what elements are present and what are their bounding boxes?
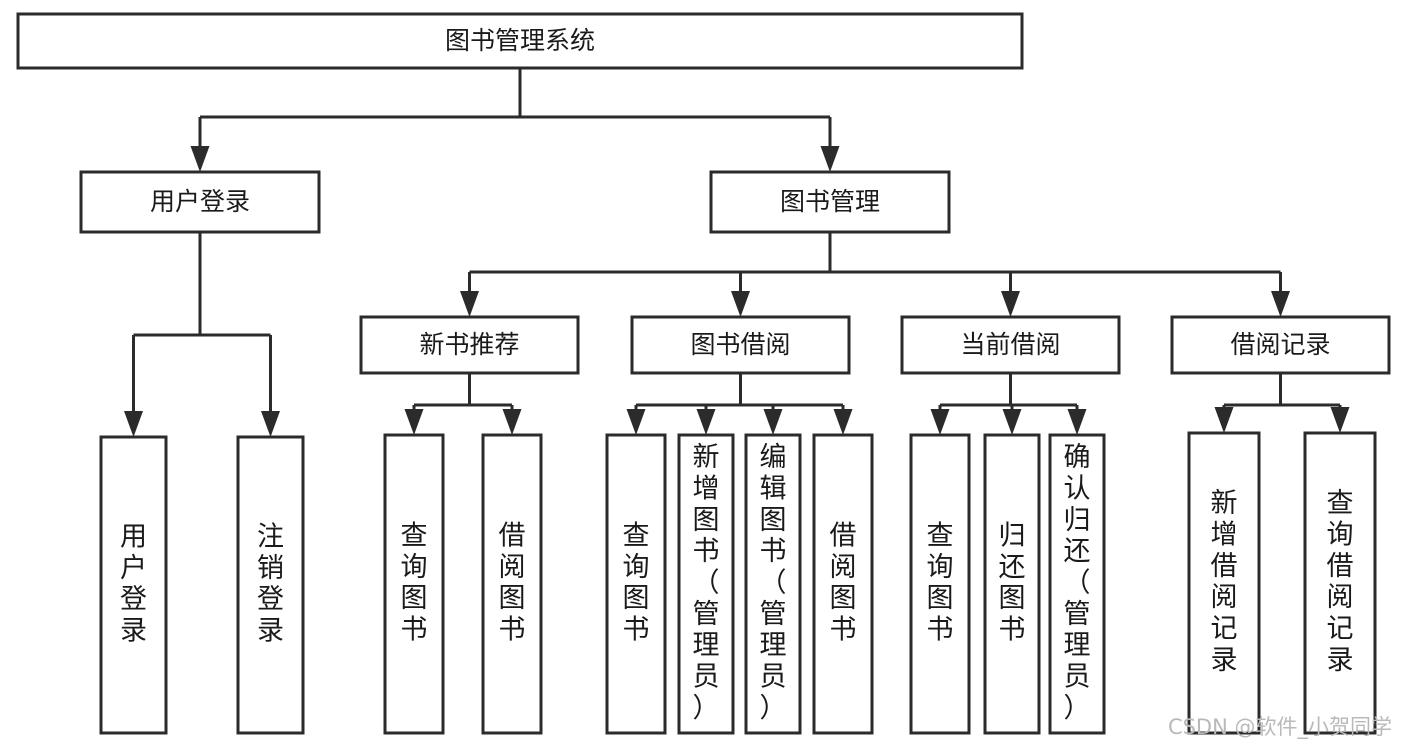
node-label-leaf-add-record: 新增借阅记录 — [1211, 488, 1238, 676]
arrow-to-current-borrow-arrowhead — [1001, 291, 1020, 317]
node-leaf-add-record[interactable]: 新增借阅记录 — [1187, 431, 1261, 735]
arrow-to-book-borrow-arrowhead — [731, 291, 750, 317]
arrow-to-book-manage-arrowhead — [820, 146, 840, 172]
node-box-book-borrow[interactable] — [630, 315, 851, 375]
node-label-leaf-user-login: 用户登录 — [120, 522, 147, 647]
node-label-new-book-recommend: 新书推荐 — [419, 330, 519, 359]
node-box-leaf-edit-book[interactable] — [744, 433, 802, 735]
node-leaf-confirm-return[interactable]: 确认归还（管理员） — [1048, 433, 1106, 735]
node-label-borrow-record: 借阅记录 — [1230, 330, 1330, 359]
node-root[interactable]: 图书管理系统 — [16, 12, 1024, 70]
arrow-to-leaf-query-book-1-arrowhead — [404, 409, 424, 435]
arrow-to-leaf-user-login-arrowhead — [124, 411, 143, 437]
node-leaf-return-book[interactable]: 归还图书 — [983, 433, 1041, 735]
node-box-current-borrow[interactable] — [900, 315, 1121, 375]
node-label-leaf-logout-login: 注销登录 — [257, 522, 284, 647]
node-label-leaf-return-book: 归还图书 — [999, 521, 1026, 646]
node-new-book-recommend[interactable]: 新书推荐 — [359, 315, 580, 375]
arrow-to-leaf-edit-book-arrowhead — [763, 409, 783, 435]
node-box-leaf-query-record[interactable] — [1303, 431, 1377, 735]
node-box-leaf-query-book-1[interactable] — [383, 433, 445, 735]
arrow-to-leaf-add-record-arrowhead — [1214, 407, 1234, 433]
node-book-manage[interactable]: 图书管理 — [709, 170, 951, 234]
node-box-book-manage[interactable] — [709, 170, 951, 234]
node-label-leaf-confirm-return: 确认归还（管理员） — [1064, 442, 1091, 724]
node-leaf-borrow-book-1[interactable]: 借阅图书 — [481, 433, 543, 735]
node-box-leaf-add-book[interactable] — [677, 433, 735, 735]
arrow-to-leaf-query-book-2-arrowhead — [626, 409, 646, 435]
node-box-new-book-recommend[interactable] — [359, 315, 580, 375]
node-label-user-login: 用户登录 — [150, 187, 250, 216]
node-leaf-query-book-2[interactable]: 查询图书 — [605, 433, 667, 735]
arrow-to-borrow-record-arrowhead — [1271, 291, 1290, 317]
arrow-to-leaf-confirm-return-arrowhead — [1067, 409, 1087, 435]
node-label-leaf-edit-book: 编辑图书（管理员） — [760, 442, 787, 724]
arrow-to-leaf-return-book-arrowhead — [1002, 409, 1022, 435]
node-label-leaf-add-book: 新增图书（管理员） — [693, 442, 720, 724]
arrow-to-leaf-logout-login-arrowhead — [261, 411, 280, 437]
node-leaf-user-login[interactable]: 用户登录 — [99, 435, 168, 735]
node-box-root[interactable] — [16, 12, 1024, 70]
node-borrow-record[interactable]: 借阅记录 — [1170, 315, 1391, 375]
node-leaf-query-book-3[interactable]: 查询图书 — [909, 433, 971, 735]
node-leaf-borrow-book-2[interactable]: 借阅图书 — [812, 433, 874, 735]
arrow-to-user-login-arrowhead — [190, 146, 210, 172]
arrow-to-leaf-borrow-book-1-arrowhead — [502, 409, 522, 435]
node-box-leaf-query-book-2[interactable] — [605, 433, 667, 735]
node-label-leaf-query-book-2: 查询图书 — [623, 521, 650, 646]
node-box-leaf-query-book-3[interactable] — [909, 433, 971, 735]
node-box-borrow-record[interactable] — [1170, 315, 1391, 375]
node-label-current-borrow: 当前借阅 — [960, 330, 1060, 359]
node-label-leaf-borrow-book-1: 借阅图书 — [499, 521, 526, 646]
arrow-to-new-book-recommend-arrowhead — [460, 291, 479, 317]
node-label-leaf-query-book-3: 查询图书 — [927, 521, 954, 646]
node-user-login[interactable]: 用户登录 — [79, 170, 321, 234]
node-box-leaf-logout-login[interactable] — [236, 435, 305, 735]
node-leaf-logout-login[interactable]: 注销登录 — [236, 435, 305, 735]
node-box-user-login[interactable] — [79, 170, 321, 234]
node-box-leaf-confirm-return[interactable] — [1048, 433, 1106, 735]
node-label-book-manage: 图书管理 — [780, 187, 880, 216]
arrow-to-leaf-query-record-arrowhead — [1330, 407, 1350, 433]
node-box-leaf-return-book[interactable] — [983, 433, 1041, 735]
watermark: CSDN @软件_小贺同学 — [1168, 715, 1392, 740]
node-box-leaf-user-login[interactable] — [99, 435, 168, 735]
node-label-leaf-query-book-1: 查询图书 — [401, 521, 428, 646]
node-label-root: 图书管理系统 — [445, 26, 595, 55]
node-box-leaf-add-record[interactable] — [1187, 431, 1261, 735]
node-label-leaf-query-record: 查询借阅记录 — [1327, 488, 1354, 676]
arrow-to-leaf-query-book-3-arrowhead — [930, 409, 950, 435]
node-leaf-query-book-1[interactable]: 查询图书 — [383, 433, 445, 735]
node-box-leaf-borrow-book-1[interactable] — [481, 433, 543, 735]
arrow-to-leaf-borrow-book-2-arrowhead — [833, 409, 853, 435]
node-leaf-add-book[interactable]: 新增图书（管理员） — [677, 433, 735, 735]
node-label-leaf-borrow-book-2: 借阅图书 — [830, 521, 857, 646]
node-box-leaf-borrow-book-2[interactable] — [812, 433, 874, 735]
node-book-borrow[interactable]: 图书借阅 — [630, 315, 851, 375]
node-leaf-edit-book[interactable]: 编辑图书（管理员） — [744, 433, 802, 735]
arrow-to-leaf-add-book-arrowhead — [696, 409, 716, 435]
node-label-book-borrow: 图书借阅 — [690, 330, 790, 359]
node-current-borrow[interactable]: 当前借阅 — [900, 315, 1121, 375]
node-leaf-query-record[interactable]: 查询借阅记录 — [1303, 431, 1377, 735]
